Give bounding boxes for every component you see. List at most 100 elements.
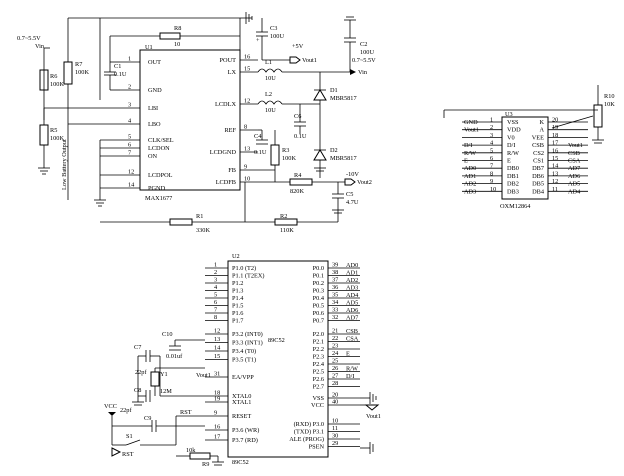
mcu-pin-name: P0.7 bbox=[313, 318, 324, 325]
mcu-net-label: AD1 bbox=[346, 270, 358, 277]
mcu-pin-name: P1.4 bbox=[232, 295, 244, 302]
r2-value: 110K bbox=[280, 227, 294, 234]
mcu-pin-number: 1 bbox=[214, 262, 217, 269]
r4-ref: R4 bbox=[294, 172, 302, 179]
mcu-net-label: AD4 bbox=[346, 292, 359, 299]
u1-pin-name: ON bbox=[148, 153, 158, 160]
u1-pin-number: 2 bbox=[128, 84, 131, 91]
mcu-net-label: AD7 bbox=[346, 315, 358, 322]
mcu-pin-name: P1.6 bbox=[232, 310, 243, 317]
lcd-right-name: DB7 bbox=[532, 165, 544, 172]
r10-potentiometer bbox=[593, 104, 603, 128]
r6-value: 100K bbox=[50, 81, 64, 88]
mcu-pin-name: P0.5 bbox=[313, 303, 324, 310]
lcd-left-net: AD1 bbox=[464, 173, 476, 180]
ea-vout1-label: Vout1 bbox=[196, 372, 211, 379]
c7-ref: C7 bbox=[134, 344, 141, 351]
mcu-pin-number: 7 bbox=[214, 307, 217, 314]
u1-pin-number: 10 bbox=[244, 176, 250, 183]
mcu-pin-number: 5 bbox=[214, 292, 217, 299]
c2-ref: C2 bbox=[360, 41, 367, 48]
mcu-pin-name: P3.2 (INT0) bbox=[232, 331, 263, 338]
c2-value: 100U bbox=[360, 49, 374, 56]
c2-range-label: 0.7~5.5V bbox=[352, 57, 376, 64]
r8-value: 10 bbox=[174, 41, 180, 48]
r6-resistor bbox=[39, 69, 49, 91]
lcd-right-pin: 17 bbox=[552, 140, 558, 147]
r8-ref: R8 bbox=[174, 25, 181, 32]
mcu-pin-number: 15 bbox=[214, 353, 220, 360]
mcu-net-label: CSA bbox=[346, 336, 359, 343]
lcd-left-pin: 8 bbox=[490, 170, 493, 177]
mcu-pin-number: 26 bbox=[332, 365, 338, 372]
u1-pin-name: FB bbox=[228, 167, 236, 174]
mcu-pin-name: P1.3 bbox=[232, 288, 243, 295]
u3-part: OXM12864 bbox=[500, 203, 531, 210]
mcu-pin-number: 40 bbox=[332, 399, 338, 406]
r4-value: 820K bbox=[290, 188, 304, 195]
lcd-left-net: D/I bbox=[464, 142, 472, 149]
lcd-right-pin: 13 bbox=[552, 170, 558, 177]
lcd-left-pin: 10 bbox=[490, 186, 496, 193]
u1-ref: U1 bbox=[145, 44, 153, 51]
vin-range-label: 0.7~5.5V bbox=[17, 35, 41, 42]
u1-pin-name: GND bbox=[148, 87, 162, 94]
lcd-right-name: CS1 bbox=[533, 158, 544, 165]
mcu-pin-number: 13 bbox=[214, 336, 220, 343]
mcu-net-label: CSB bbox=[346, 328, 358, 335]
rst-label-bottom: RST bbox=[122, 451, 134, 458]
r7-ref: R7 bbox=[75, 61, 82, 68]
l1-value: 10U bbox=[265, 75, 276, 82]
r9-value: 10k bbox=[186, 447, 196, 454]
mcu-pin-name: P0.2 bbox=[313, 280, 324, 287]
vout1-port-icon bbox=[289, 56, 301, 64]
u1-pin-number: 15 bbox=[244, 66, 250, 73]
mcu-pin-number: 18 bbox=[214, 390, 220, 397]
r8-resistor bbox=[159, 32, 181, 40]
u1-pin-number: 5 bbox=[128, 134, 131, 141]
u2-part: 89C52 bbox=[268, 337, 285, 344]
r3-value: 100K bbox=[282, 155, 296, 162]
mcu-pin-number: 24 bbox=[332, 350, 339, 357]
rst-port-icon bbox=[111, 447, 122, 457]
u1-pin-number: 14 bbox=[128, 182, 135, 189]
mcu-net-label: AD2 bbox=[346, 277, 358, 284]
d2-diode bbox=[313, 149, 327, 161]
c6-value: 0.1U bbox=[294, 133, 307, 140]
power-left-wiring: 0.7~5.5V Vin R6 100K R5 100K R7 100K Low… bbox=[17, 17, 245, 234]
u1-pin-name: LCDGND bbox=[210, 149, 237, 156]
lcd-right-pin: 16 bbox=[552, 147, 558, 154]
u1-pin-name: LBO bbox=[148, 121, 161, 128]
lcd-right-pin: 19 bbox=[552, 124, 558, 131]
u2-bottom-part: 89C52 bbox=[232, 459, 249, 466]
c8-value: 22pf bbox=[120, 407, 132, 414]
crystal-y1 bbox=[150, 371, 160, 387]
d1-ref: D1 bbox=[330, 87, 338, 94]
mcu-pin-number: 34 bbox=[332, 299, 339, 306]
r3-resistor bbox=[270, 144, 280, 166]
mcu-pin-number: 28 bbox=[332, 380, 338, 387]
y1-ref: Y1 bbox=[160, 371, 168, 378]
lcd-left-name: R/W bbox=[507, 150, 519, 157]
mcu-pin-name: P0.1 bbox=[313, 273, 324, 280]
mcu-pin-name: (TXD) P3.1 bbox=[294, 429, 324, 436]
mcu-pin-name: (RXD) P3.0 bbox=[294, 421, 324, 428]
max1677-chip: U1 MAX1677 bbox=[139, 44, 241, 202]
r5-ref: R5 bbox=[50, 127, 57, 134]
mcu-pin-number: 38 bbox=[332, 269, 338, 276]
r4-resistor bbox=[289, 178, 313, 186]
mcu-pin-name: ALE (PROG) bbox=[289, 436, 324, 443]
l2-value: 10U bbox=[265, 107, 276, 114]
lcd-left-pin: 5 bbox=[490, 147, 493, 154]
c7-value: 22pf bbox=[135, 369, 147, 376]
mcu-pin-name: P2.6 bbox=[313, 376, 324, 383]
mcu-pin-name: P2.5 bbox=[313, 369, 324, 376]
mcu-pin-number: 27 bbox=[332, 373, 338, 380]
mcu-pin-number: 11 bbox=[332, 425, 338, 432]
vout2-label: Vout2 bbox=[357, 179, 372, 186]
lcd-left-name: V0 bbox=[507, 134, 515, 141]
l1-ref: L1 bbox=[265, 59, 272, 66]
mcu-pin-number: 20 bbox=[332, 392, 338, 399]
vcc-label: VCC bbox=[104, 403, 117, 410]
